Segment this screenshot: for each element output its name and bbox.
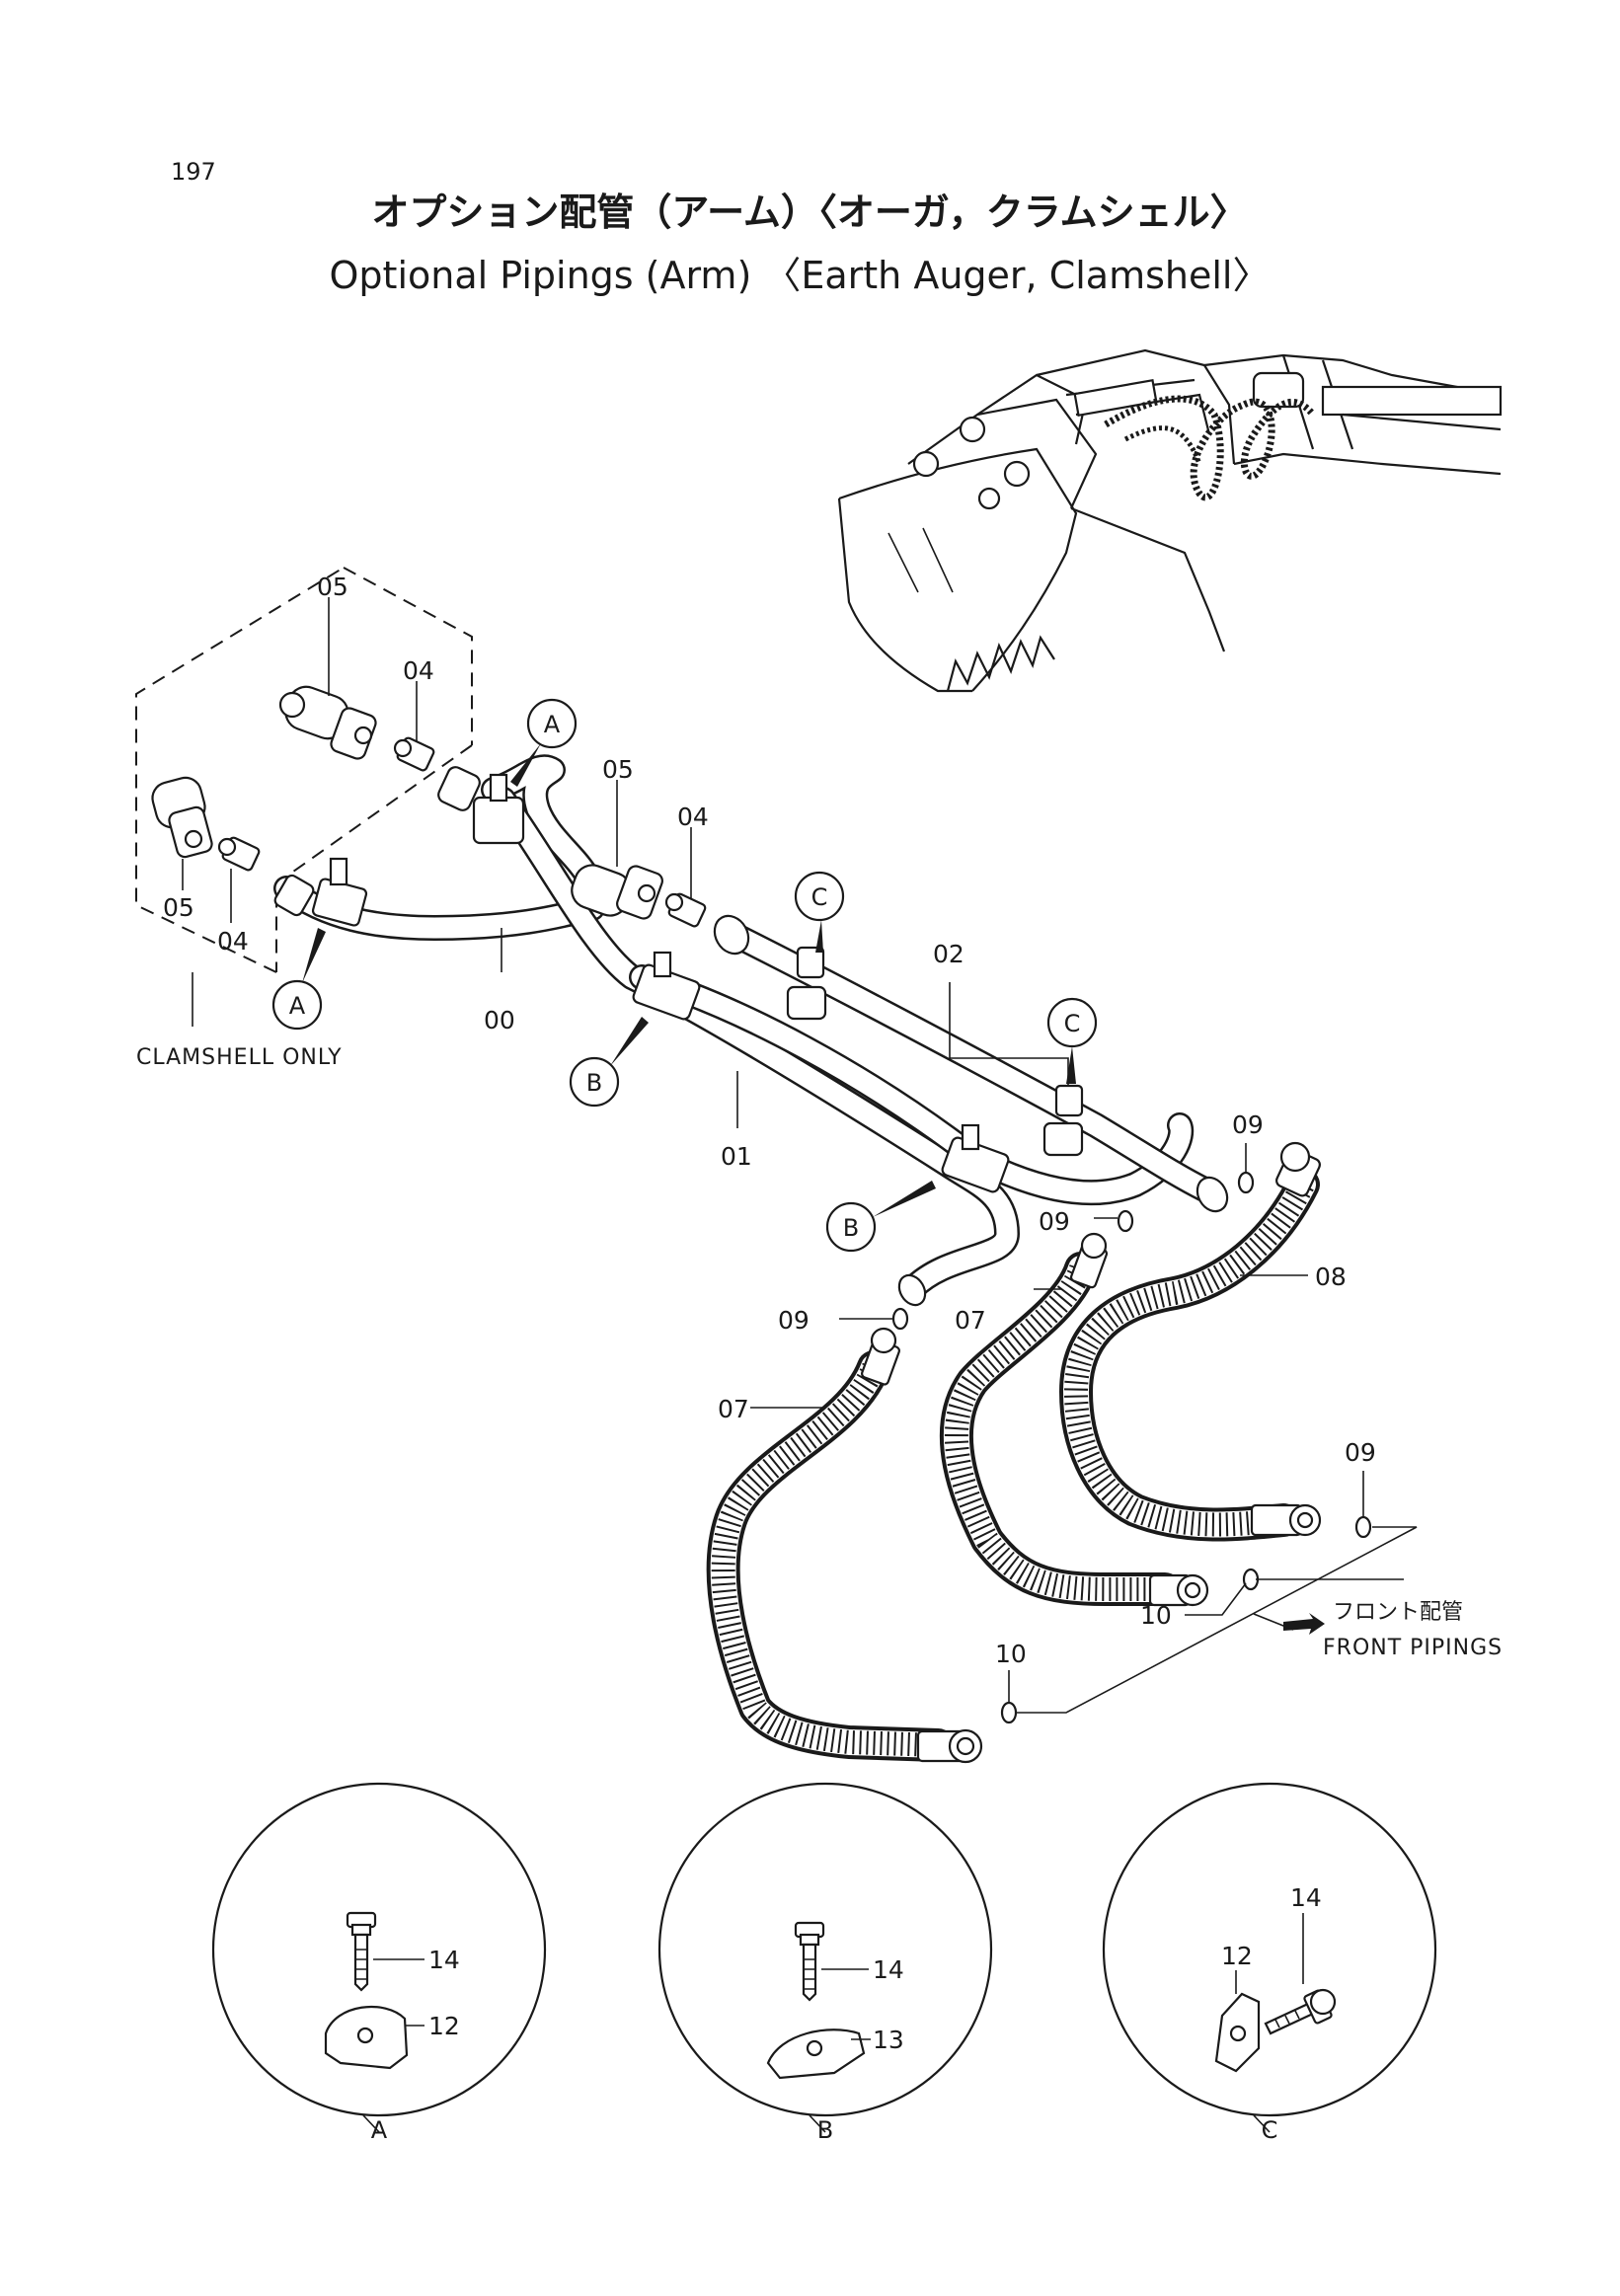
detail-b-label-13: 13 [873,2026,904,2054]
label-05-mid: 05 [602,755,634,784]
hose-07-left [706,1327,983,1764]
front-pipings-jp: フロント配管 [1333,1600,1463,1625]
label-10-a: 10 [1140,1601,1172,1630]
clamp-b1 [632,951,701,1021]
detail-a-label-14: 14 [428,1946,460,1974]
callout-b-upper: B [569,1017,649,1108]
adapter-04-mid [664,892,707,928]
bolt-14-a [346,1911,377,1992]
part-labels: 05 04 05 04 05 04 00 01 02 09 09 09 07 0… [163,573,1376,1668]
hose-08 [1059,1141,1322,1542]
page-number: 197 [171,158,216,186]
label-00: 00 [484,1006,515,1034]
hose-07-mid [939,1232,1209,1607]
detail-c-label-14: 14 [1290,1883,1322,1912]
detail-b-letter: B [817,2116,833,2144]
callout-c-right: C [1046,997,1098,1084]
clamp-b2 [941,1123,1010,1193]
title-english: Optional Pipings (Arm) 〈Earth Auger, Cla… [330,254,1271,297]
detail-c-letter: C [1262,2116,1278,2144]
callout-b-lower-letter: B [843,1214,859,1242]
callout-c-right-letter: C [1064,1010,1081,1037]
label-05-left: 05 [163,893,194,922]
label-04-mid: 04 [677,803,709,831]
detail-b-label-14: 14 [873,1955,904,1984]
detail-view-c: 12 14 C [1102,1782,1437,2144]
detail-a-letter: A [371,2116,388,2144]
label-07-left: 07 [718,1395,749,1423]
detail-c-label-12: 12 [1221,1942,1253,1970]
label-09-a: 09 [1232,1110,1264,1139]
callout-a-bottom: A [271,928,326,1031]
callout-b-lower: B [825,1181,936,1253]
label-09-d: 09 [1345,1438,1376,1467]
clamp-a1 [273,857,368,927]
detail-view-a: 14 12 A [211,1782,547,2144]
callout-a-bottom-letter: A [289,992,306,1020]
label-10-b: 10 [995,1640,1027,1668]
title-japanese: オプション配管（アーム）〈オーガ，クラムシェル〉 [371,191,1247,234]
front-pipings-en: FRONT PIPINGS [1323,1636,1503,1660]
leader-lines [182,597,1418,1714]
bolt-14-b [794,1921,825,2002]
callout-a-top-letter: A [544,711,561,738]
label-07-mid: 07 [955,1306,986,1335]
callout-b-upper-letter: B [586,1069,602,1097]
callout-a-top: A [510,698,578,787]
pipe-01 [491,787,1020,1301]
clamp-c2 [1042,1084,1084,1157]
adapter-04-left [217,836,261,872]
callout-c-left: C [794,871,845,953]
front-pipings-arrow [1283,1613,1325,1635]
o-rings [891,1171,1372,1724]
adapter-04-top [393,736,435,772]
tee-fitting-05-mid [571,864,663,920]
label-05-top: 05 [317,573,348,601]
clamp-a2 [437,766,525,845]
clamp-c1 [786,946,827,1021]
bolt-14-c [1264,1988,1337,2035]
callout-c-left-letter: C [811,883,828,911]
tee-fitting-05-top [278,685,377,760]
label-09-c: 09 [778,1306,810,1335]
label-04-left: 04 [217,927,249,956]
detail-view-b: 14 13 B [657,1782,993,2144]
detail-a-label-12: 12 [428,2012,460,2040]
pipe-ends [713,914,1229,1307]
clamshell-only-note: CLAMSHELL ONLY [136,1045,343,1070]
label-08: 08 [1315,1263,1347,1291]
label-02: 02 [933,940,964,968]
label-04-top: 04 [403,656,434,685]
label-01: 01 [721,1142,752,1171]
excavator-arm-sketch [837,348,1503,693]
label-09-b: 09 [1039,1207,1070,1236]
tee-fitting-05-left [151,776,213,859]
